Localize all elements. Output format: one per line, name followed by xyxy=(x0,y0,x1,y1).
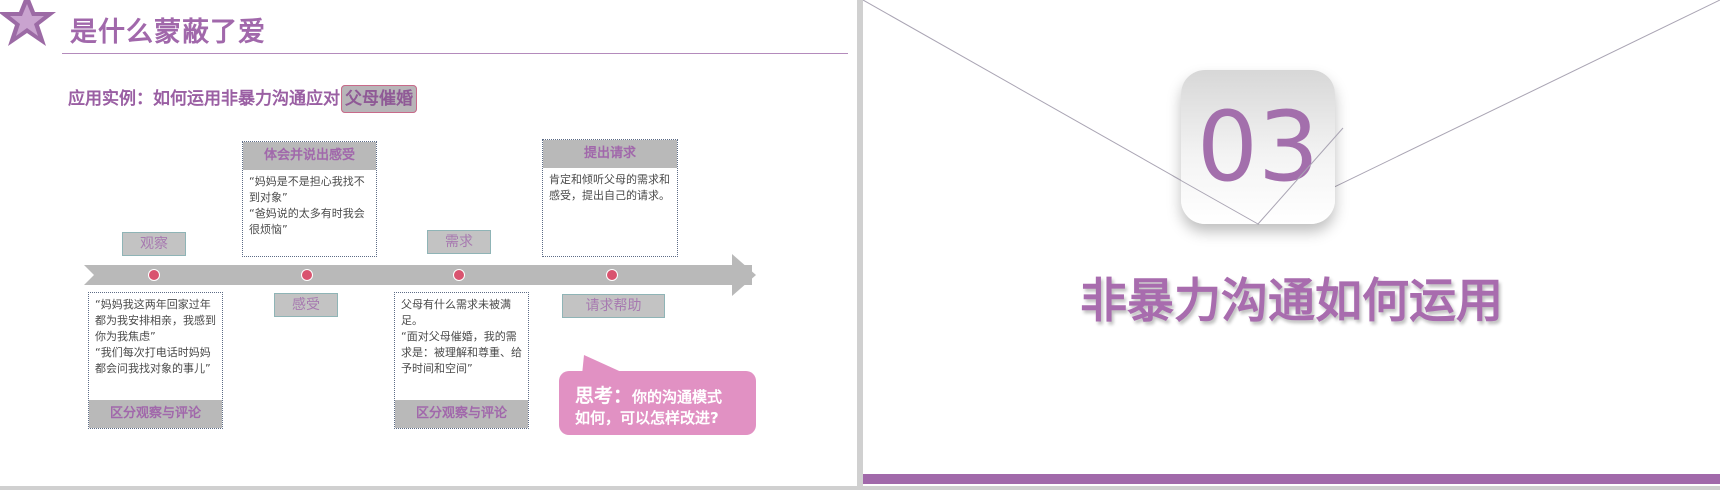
card-line: “我们每次打电话时妈妈 xyxy=(95,346,211,359)
card-request-header: 提出请求 xyxy=(543,140,677,168)
slide-title: 是什么蒙蔽了爱 xyxy=(70,17,266,48)
card-line: 感受，提出自己的请求。 xyxy=(549,189,670,202)
star-decoration-icon xyxy=(0,0,56,46)
card-request: 提出请求 肯定和倾听父母的需求和 感受，提出自己的请求。 xyxy=(542,139,678,257)
card-line: “爸妈说的太多有时我会 xyxy=(249,207,365,220)
card-line: 到对象” xyxy=(249,191,288,204)
timeline-arrow-tail xyxy=(84,265,94,285)
card-line: 予时间和空间” xyxy=(401,362,473,375)
think-label: 思考： xyxy=(575,385,633,407)
section-title: 非暴力沟通如何运用 xyxy=(1080,274,1503,329)
card-observe: “妈妈我这两年回家过年 都为我安排相亲，我感到 你为我焦虑” “我们每次打电话时… xyxy=(88,292,223,429)
card-line: 都为我安排相亲，我感到 xyxy=(95,314,216,327)
card-line: 肯定和倾听父母的需求和 xyxy=(549,173,670,186)
timeline-dot xyxy=(453,269,465,281)
tag-observe: 观察 xyxy=(122,232,186,256)
think-bubble-tail xyxy=(582,355,628,375)
card-request-body: 肯定和倾听父母的需求和 感受，提出自己的请求。 xyxy=(543,168,677,208)
card-observe-body: “妈妈我这两年回家过年 都为我安排相亲，我感到 你为我焦虑” “我们每次打电话时… xyxy=(89,293,222,392)
think-bubble: 思考：你的沟通模式 如何，可以怎样改进? xyxy=(559,371,756,435)
timeline-dot xyxy=(301,269,313,281)
card-need-body: 父母有什么需求未被满足。 “面对父母催婚，我的需 求是：被理解和尊重、给 予时间… xyxy=(395,293,528,392)
timeline-arrow xyxy=(84,265,752,285)
card-line: “妈妈我这两年回家过年 xyxy=(95,298,211,311)
card-feel: 体会并说出感受 “妈妈是不是担心我找不 到对象” “爸妈说的太多有时我会 很烦恼… xyxy=(242,141,377,257)
timeline-arrow-head xyxy=(732,254,756,296)
bottom-accent-bar xyxy=(863,474,1720,484)
think-text-2: 如何，可以怎样改进? xyxy=(575,409,719,427)
card-line: 都会问我找对象的事儿” xyxy=(95,362,211,375)
card-need: 父母有什么需求未被满足。 “面对父母催婚，我的需 求是：被理解和尊重、给 予时间… xyxy=(394,292,529,429)
tag-feel: 感受 xyxy=(274,293,338,317)
card-line: 很烦恼” xyxy=(249,223,288,236)
think-text-1: 你的沟通模式 xyxy=(632,388,723,406)
timeline-dot xyxy=(606,269,618,281)
title-divider xyxy=(62,53,848,54)
card-need-footer: 区分观察与评论 xyxy=(395,400,528,428)
card-observe-footer: 区分观察与评论 xyxy=(89,400,222,428)
card-feel-body: “妈妈是不是担心我找不 到对象” “爸妈说的太多有时我会 很烦恼” xyxy=(243,170,376,242)
subtitle: 应用实例：如何运用非暴力沟通应对父母催婚 xyxy=(68,84,417,113)
section-number-box: 03 xyxy=(1181,70,1335,224)
card-line: 你为我焦虑” xyxy=(95,330,156,343)
card-line: “妈妈是不是担心我找不 xyxy=(249,175,365,188)
slide-right: 03 非暴力沟通如何运用 xyxy=(863,0,1720,486)
subtitle-text: 应用实例：如何运用非暴力沟通应对 xyxy=(68,89,340,109)
card-line: 父母有什么需求未被满足。 xyxy=(401,298,511,327)
timeline-dot xyxy=(148,269,160,281)
card-line: “面对父母催婚，我的需 xyxy=(401,330,517,343)
tag-need: 需求 xyxy=(427,230,491,254)
card-feel-header: 体会并说出感受 xyxy=(243,142,376,170)
card-line: 求是：被理解和尊重、给 xyxy=(401,346,522,359)
think-line-1: 思考：你的沟通模式 xyxy=(575,381,722,408)
section-number: 03 xyxy=(1196,91,1320,203)
subtitle-highlight: 父母催婚 xyxy=(341,85,417,113)
tag-request-help: 请求帮助 xyxy=(562,294,665,318)
slide-left: 是什么蒙蔽了爱 应用实例：如何运用非暴力沟通应对父母催婚 观察 感受 需求 请求… xyxy=(0,0,857,486)
